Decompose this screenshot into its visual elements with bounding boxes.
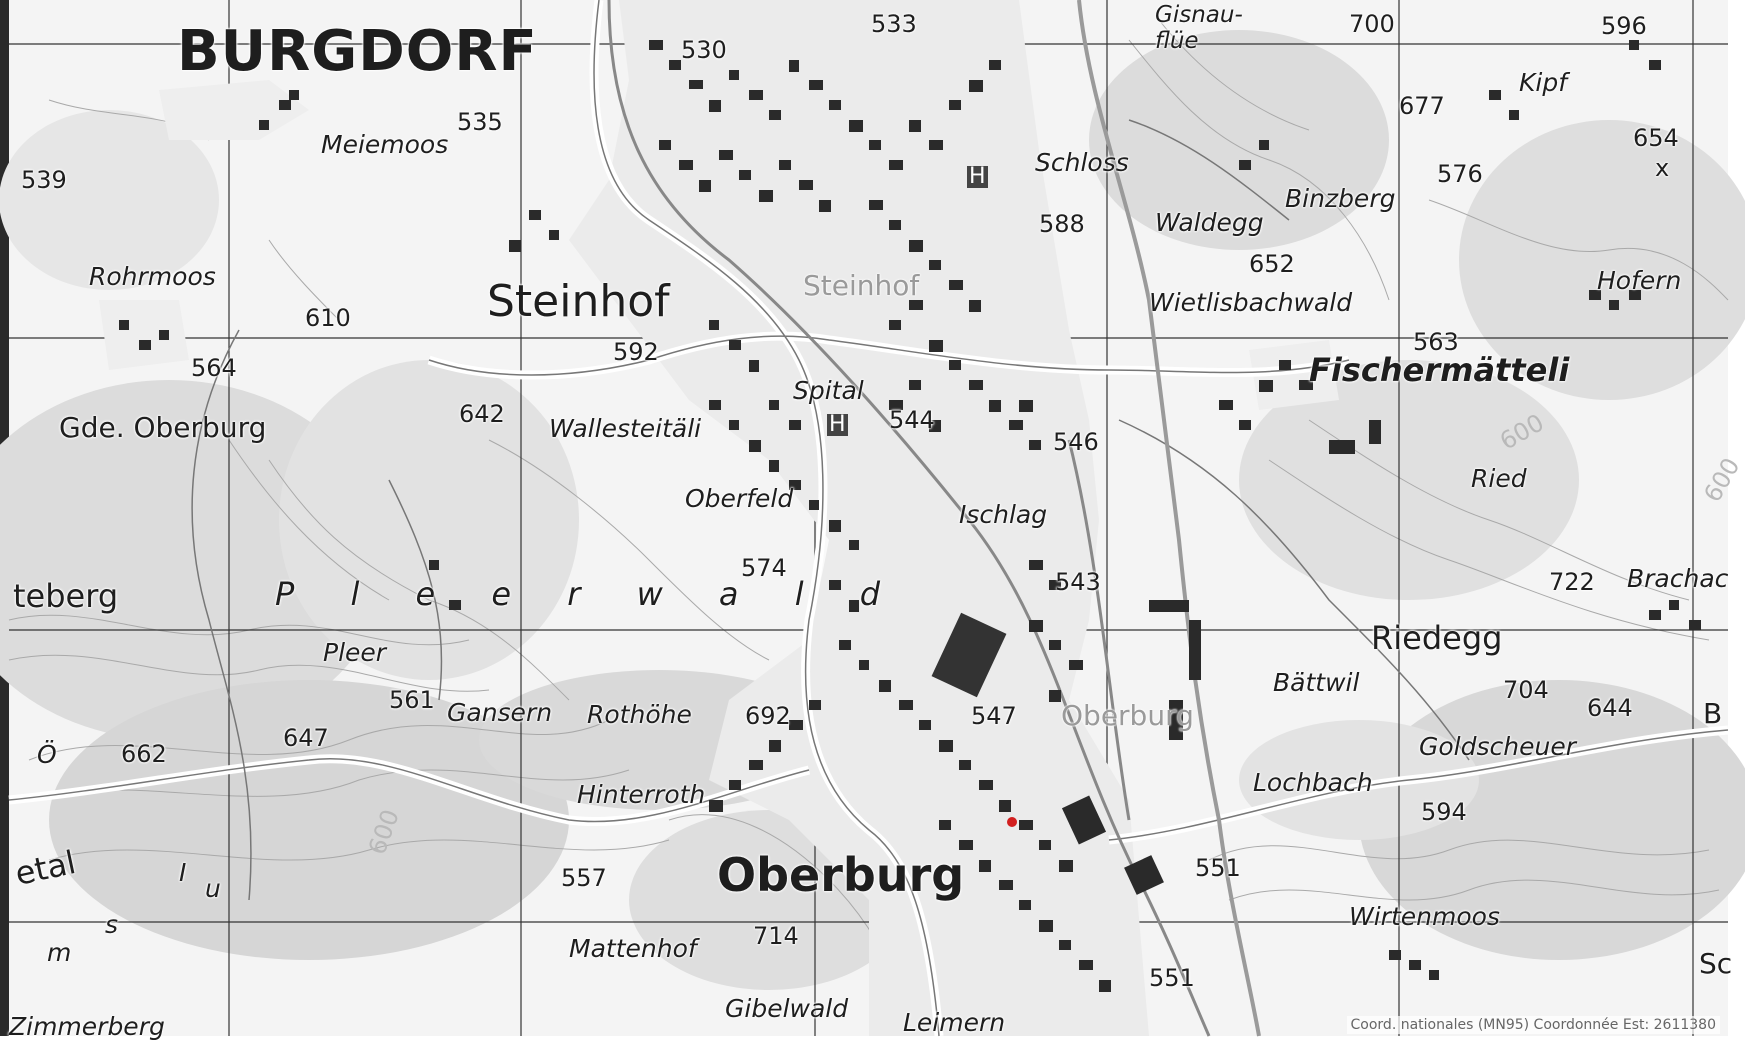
- label-fragment: u: [205, 874, 221, 903]
- elevation-label: 561: [389, 686, 435, 714]
- label-leimern: Leimern: [903, 1008, 1006, 1037]
- label-binzberg: Binzberg: [1285, 184, 1396, 213]
- label-fragment: Ö: [37, 740, 57, 769]
- elevation-label: 576: [1437, 160, 1483, 188]
- label-kipf: Kipf: [1519, 68, 1568, 97]
- elevation-label: 692: [745, 702, 791, 730]
- elevation-label: 533: [871, 10, 917, 38]
- label-brachac: Brachac: [1627, 564, 1729, 593]
- label-oberburg-station: Oberburg: [1061, 699, 1194, 732]
- elevation-label: 704: [1503, 676, 1549, 704]
- elevation-label: 544: [889, 406, 935, 434]
- label-hinterroth: Hinterroth: [577, 780, 706, 809]
- label-pleerwald: P l e e r w a l d: [275, 575, 904, 613]
- location-marker: [1007, 817, 1017, 827]
- label-waldegg: Waldegg: [1155, 208, 1264, 237]
- elevation-label: 563: [1413, 328, 1459, 356]
- elevation-label: 557: [561, 864, 607, 892]
- label-schloss: Schloss: [1035, 148, 1129, 177]
- elevation-label: 644: [1587, 694, 1633, 722]
- label-spital: Spital: [793, 376, 864, 405]
- elevation-label: 535: [457, 108, 503, 136]
- label-mattenhof: Mattenhof: [569, 934, 697, 963]
- contour-lines: [8, 19, 1729, 1011]
- label-steinhof: Steinhof: [487, 276, 670, 327]
- label-goldscheuer: Goldscheuer: [1419, 732, 1576, 761]
- label-gde-oberburg: Gde. Oberburg: [59, 411, 267, 444]
- label-gibelwald: Gibelwald: [725, 994, 849, 1023]
- elevation-label: 530: [681, 36, 727, 64]
- elevation-label: 547: [971, 702, 1017, 730]
- label-teberg: teberg: [13, 577, 119, 615]
- label-steinhof-station: Steinhof: [803, 269, 920, 302]
- elevation-label: 700: [1349, 10, 1395, 38]
- elevation-label: 539: [21, 166, 67, 194]
- label-fragment: s: [105, 910, 119, 939]
- label-baettwil: Bättwil: [1273, 668, 1360, 697]
- label-fluee: flüe: [1155, 28, 1199, 54]
- railway: [607, 0, 1211, 1037]
- label-fragment: B: [1703, 697, 1723, 730]
- label-wirtenmoos: Wirtenmoos: [1349, 902, 1500, 931]
- urban-area: [99, 0, 1339, 1036]
- elevation-label: 714: [753, 922, 799, 950]
- label-riedegg: Riedegg: [1371, 619, 1503, 657]
- elevation-label: 677: [1399, 92, 1445, 120]
- elevation-label: 551: [1195, 854, 1241, 882]
- label-lochbach: Lochbach: [1253, 768, 1373, 797]
- label-fragment: I: [179, 858, 187, 887]
- elevation-label: 588: [1039, 210, 1085, 238]
- summit-icon: x: [1655, 154, 1670, 182]
- label-meiemoos: Meiemoos: [321, 130, 449, 159]
- elevation-label: 543: [1055, 568, 1101, 596]
- label-rothoehe: Rothöhe: [587, 700, 692, 729]
- elevation-label: 662: [121, 740, 167, 768]
- label-zimmerberg: Zimmerberg: [9, 1012, 165, 1041]
- elevation-label: 574: [741, 554, 787, 582]
- hospital-icon: H: [967, 164, 988, 189]
- river: [1077, 0, 1261, 1037]
- buildings: [119, 40, 1701, 992]
- label-sc: Sc: [1699, 947, 1733, 980]
- label-oberburg: Oberburg: [717, 848, 965, 902]
- label-wietlisbachwald: Wietlisbachwald: [1149, 288, 1353, 317]
- coordinate-readout: Coord. nationales (MN95) Coordonnée Est:…: [1346, 1016, 1720, 1034]
- label-hofern: Hofern: [1597, 266, 1682, 295]
- large-building: [931, 612, 1007, 698]
- hillshade: [0, 30, 1745, 990]
- label-gisnau: Gisnau-: [1155, 2, 1243, 28]
- label-fragment: m: [47, 938, 72, 967]
- elevation-label: 654: [1633, 124, 1679, 152]
- elevation-label: 546: [1053, 428, 1099, 456]
- label-ried: Ried: [1471, 464, 1527, 493]
- elevation-label: 551: [1149, 964, 1195, 992]
- elevation-label: 652: [1249, 250, 1295, 278]
- elevation-label: 610: [305, 304, 351, 332]
- hospital-icon: H: [827, 412, 848, 437]
- elevation-label: 722: [1549, 568, 1595, 596]
- label-burgdorf: BURGDORF: [177, 19, 538, 84]
- label-rohrmoos: Rohrmoos: [89, 262, 216, 291]
- elevation-label: 592: [613, 338, 659, 366]
- label-pleer: Pleer: [323, 638, 387, 667]
- label-ischlag: Ischlag: [959, 500, 1048, 529]
- label-wallesteitaeli: Wallesteitäli: [549, 414, 702, 443]
- elevation-label: 596: [1601, 12, 1647, 40]
- elevation-label: 642: [459, 400, 505, 428]
- elevation-label: 647: [283, 724, 329, 752]
- label-oberfeld: Oberfeld: [685, 484, 794, 513]
- roads: [8, 0, 1729, 1037]
- elevation-label: 594: [1421, 798, 1467, 826]
- elevation-label: 564: [191, 354, 237, 382]
- label-fischermaetteli: Fischermätteli: [1309, 351, 1570, 389]
- label-gansern: Gansern: [447, 698, 553, 727]
